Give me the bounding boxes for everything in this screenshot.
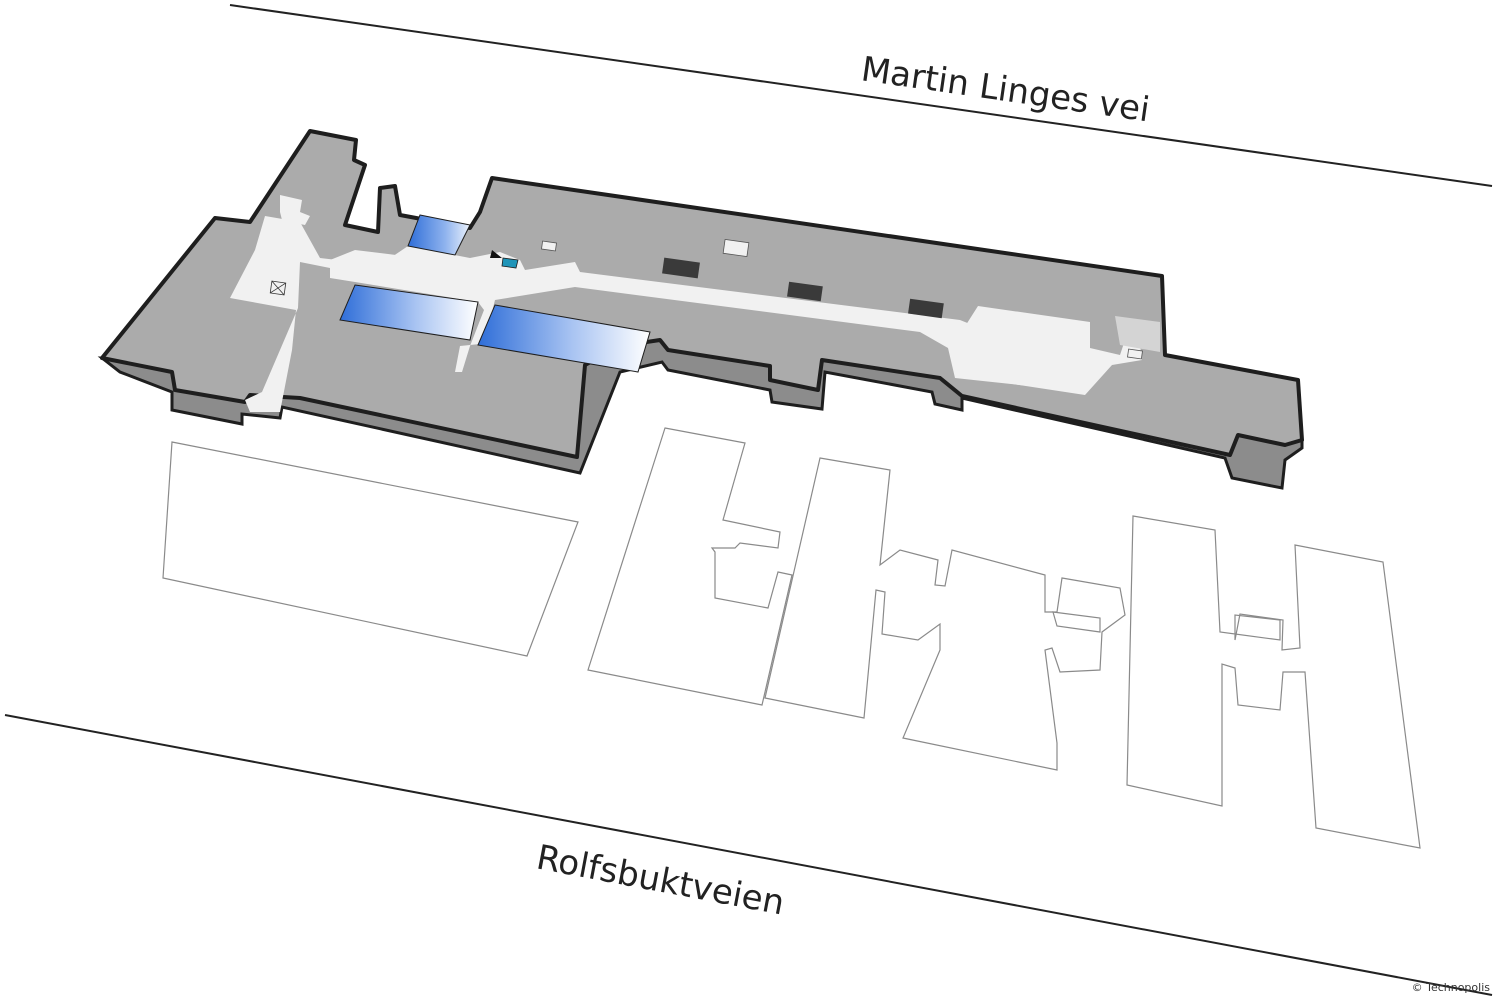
dark-room-3: [908, 298, 944, 319]
highlighted-room: [501, 257, 519, 269]
copyright-notice: © Technopolis: [1411, 981, 1490, 994]
other-building-outlines: [162, 427, 1421, 849]
street-line-north: [229, 4, 1493, 187]
dark-room-1: [662, 257, 700, 279]
street-line-south: [4, 714, 1493, 996]
atrium-west: [339, 284, 479, 341]
street-label-north: Martin Linges vei: [859, 49, 1152, 130]
small-room-3: [1127, 348, 1143, 360]
atrium-east: [477, 304, 651, 373]
corridor-left-stub: [280, 195, 310, 225]
location-marker-icon: [490, 250, 502, 258]
outline-block-3: [1126, 515, 1421, 849]
dark-room-2: [787, 281, 823, 302]
main-building-floor: [97, 129, 1304, 490]
elevator-icon: [269, 280, 287, 296]
street-label-south: Rolfsbuktveien: [533, 838, 787, 924]
outline-block-2: [764, 457, 1126, 771]
small-room-2: [541, 240, 557, 252]
outline-block-1: [587, 427, 793, 706]
corridor-right-lobby: [950, 306, 1142, 395]
outline-block-4: [1052, 611, 1101, 633]
corridor-right-stub: [1115, 316, 1160, 352]
small-room-1: [722, 238, 750, 258]
corridor-upper: [330, 250, 500, 285]
atrium-north: [407, 214, 471, 256]
outline-block-west: [162, 441, 579, 657]
